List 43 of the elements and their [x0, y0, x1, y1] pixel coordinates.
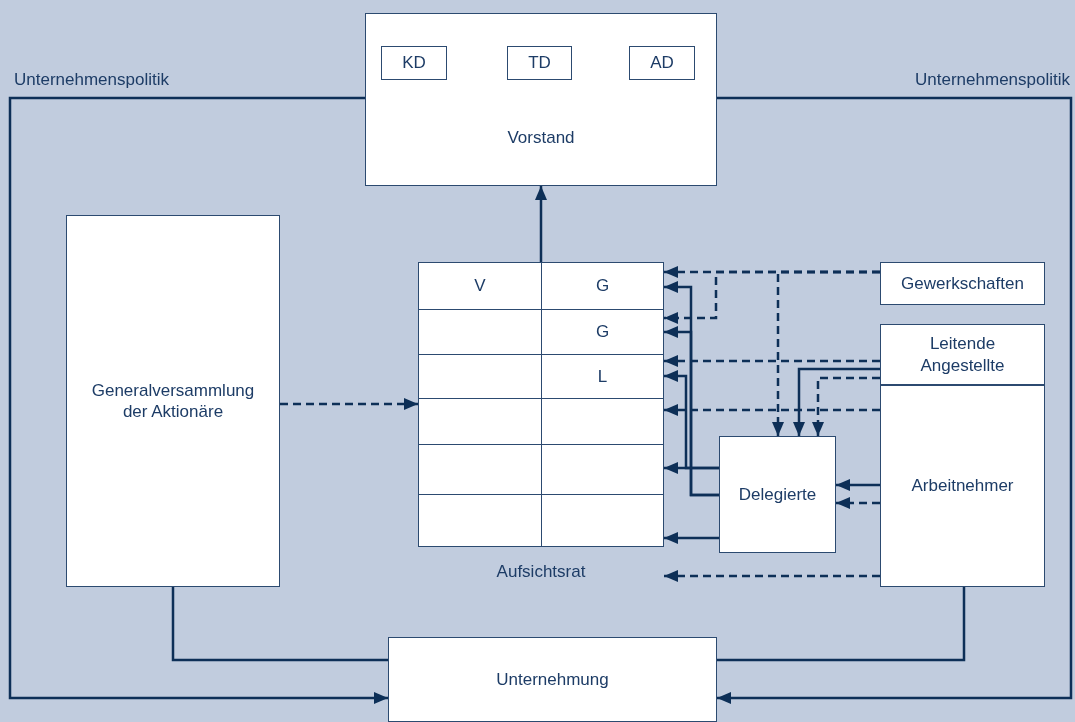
table-cell: [418, 444, 542, 495]
table-caption: Aufsichtsrat: [495, 562, 587, 582]
group-box: Generalversammlung der Aktionäre: [66, 215, 280, 587]
company-box: Unternehmung: [388, 637, 717, 722]
table-cell: [418, 494, 542, 547]
connector-line: [171, 587, 388, 662]
group-box: Gewerkschaften: [880, 262, 1045, 305]
board-box: [365, 13, 717, 186]
group-box: Delegierte: [719, 436, 836, 553]
table-cell: [418, 309, 542, 355]
table-cell: [541, 444, 664, 495]
arrow: [8, 96, 388, 704]
department-box: KD: [381, 46, 447, 80]
arrow: [836, 497, 880, 509]
edge-label: Unternehmenspolitik: [913, 70, 1072, 90]
group-box: Leitende Angestellte: [880, 324, 1045, 385]
arrow: [664, 532, 719, 544]
group-box: Arbeitnehmer: [880, 385, 1045, 587]
table-cell: G: [541, 262, 664, 310]
arrow: [772, 270, 880, 436]
table-cell: G: [541, 309, 664, 355]
arrow: [836, 479, 880, 491]
arrow: [664, 404, 880, 416]
arrow: [793, 367, 880, 436]
table-cell: [541, 398, 664, 445]
edge-label: Unternehmenspolitik: [12, 70, 171, 90]
table-cell: V: [418, 262, 542, 310]
department-box: TD: [507, 46, 572, 80]
arrow: [535, 186, 547, 262]
department-box: AD: [629, 46, 695, 80]
connector-line: [717, 587, 966, 662]
arrow: [280, 398, 418, 410]
table-cell: [418, 354, 542, 399]
node-title: Vorstand: [506, 128, 576, 148]
arrow: [664, 570, 880, 582]
table-cell: [541, 494, 664, 547]
arrow: [664, 355, 880, 367]
arrow: [812, 376, 880, 436]
table-cell: L: [541, 354, 664, 399]
arrow: [664, 462, 719, 474]
table-cell: [418, 398, 542, 445]
arrow: [664, 326, 719, 497]
arrow: [717, 96, 1073, 704]
